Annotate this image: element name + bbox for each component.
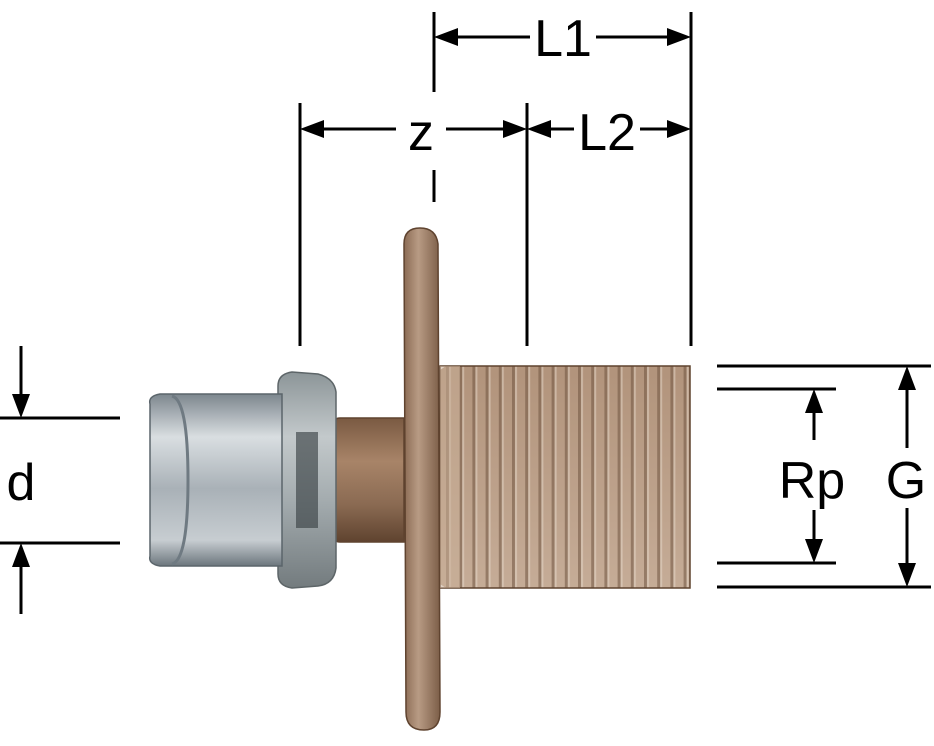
press-socket <box>148 393 283 567</box>
label-l2: L2 <box>578 104 636 162</box>
socket-bead <box>171 394 190 566</box>
ring-window <box>296 432 318 528</box>
label-z: z <box>408 104 434 162</box>
wall-flange <box>403 227 441 731</box>
label-d: d <box>7 454 36 512</box>
fitting-illustration <box>148 227 691 731</box>
arrowheads <box>12 28 916 587</box>
label-l1: L1 <box>534 10 592 68</box>
label-rp: Rp <box>779 452 845 510</box>
bronze-body <box>333 417 405 543</box>
label-g: G <box>886 452 926 510</box>
threaded-end <box>439 365 691 589</box>
